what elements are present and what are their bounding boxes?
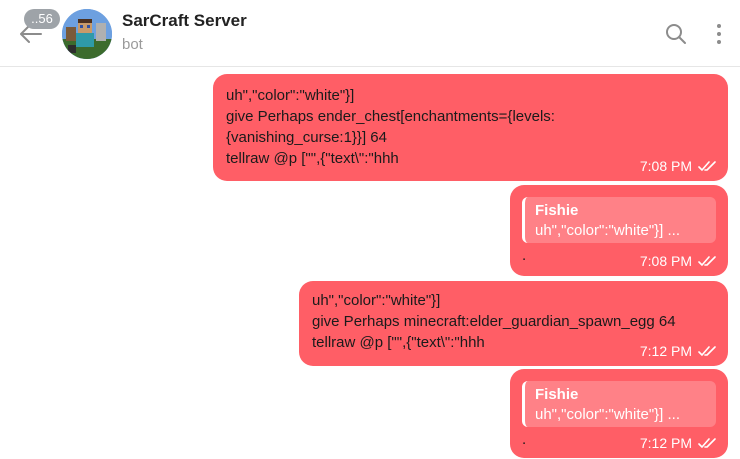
message-meta: 7:08 PM (640, 158, 718, 174)
chat-header: ..56 SarCraft Server bot (0, 0, 740, 67)
message-time: 7:08 PM (639, 253, 692, 269)
reply-text: uh","color":"white"}] ... (535, 222, 681, 239)
back-button[interactable] (14, 16, 48, 50)
message-time: 7:08 PM (639, 158, 692, 174)
arrow-left-icon (20, 25, 42, 43)
message-bubble[interactable]: Fishie uh","color":"white"}] ... . 7:12 … (510, 369, 728, 458)
search-button[interactable] (664, 22, 690, 48)
message-text: . (522, 247, 527, 264)
message-text: uh","color":"white"}] give Perhaps ender… (226, 87, 555, 167)
more-menu-button[interactable] (712, 22, 726, 46)
reply-author: Fishie (535, 386, 579, 403)
message-bubble[interactable]: Fishie uh","color":"white"}] ... . 7:08 … (510, 185, 728, 276)
more-vertical-icon (712, 24, 726, 44)
message-meta: 7:12 PM (640, 435, 718, 451)
message-meta: 7:12 PM (640, 343, 718, 359)
avatar-image (62, 9, 112, 59)
double-check-icon (698, 161, 716, 171)
message-text: uh","color":"white"}] give Perhaps minec… (312, 292, 676, 351)
message-bubble[interactable]: uh","color":"white"}] give Perhaps minec… (299, 281, 728, 366)
reply-preview[interactable]: Fishie uh","color":"white"}] ... (522, 381, 716, 427)
message-meta: 7:08 PM (640, 253, 718, 269)
double-check-icon (698, 346, 716, 356)
message-time: 7:12 PM (639, 343, 692, 359)
chat-title: SarCraft Server (122, 11, 247, 30)
chat-subtitle: bot (122, 36, 143, 53)
message-time: 7:12 PM (639, 435, 692, 451)
message-text: . (522, 431, 527, 448)
search-icon (666, 24, 686, 44)
double-check-icon (698, 256, 716, 266)
reply-preview[interactable]: Fishie uh","color":"white"}] ... (522, 197, 716, 243)
reply-author: Fishie (535, 202, 579, 219)
message-bubble[interactable]: uh","color":"white"}] give Perhaps ender… (213, 74, 728, 181)
double-check-icon (698, 438, 716, 448)
reply-text: uh","color":"white"}] ... (535, 406, 681, 423)
unread-badge: ..56 (24, 9, 60, 29)
avatar[interactable] (62, 9, 112, 59)
